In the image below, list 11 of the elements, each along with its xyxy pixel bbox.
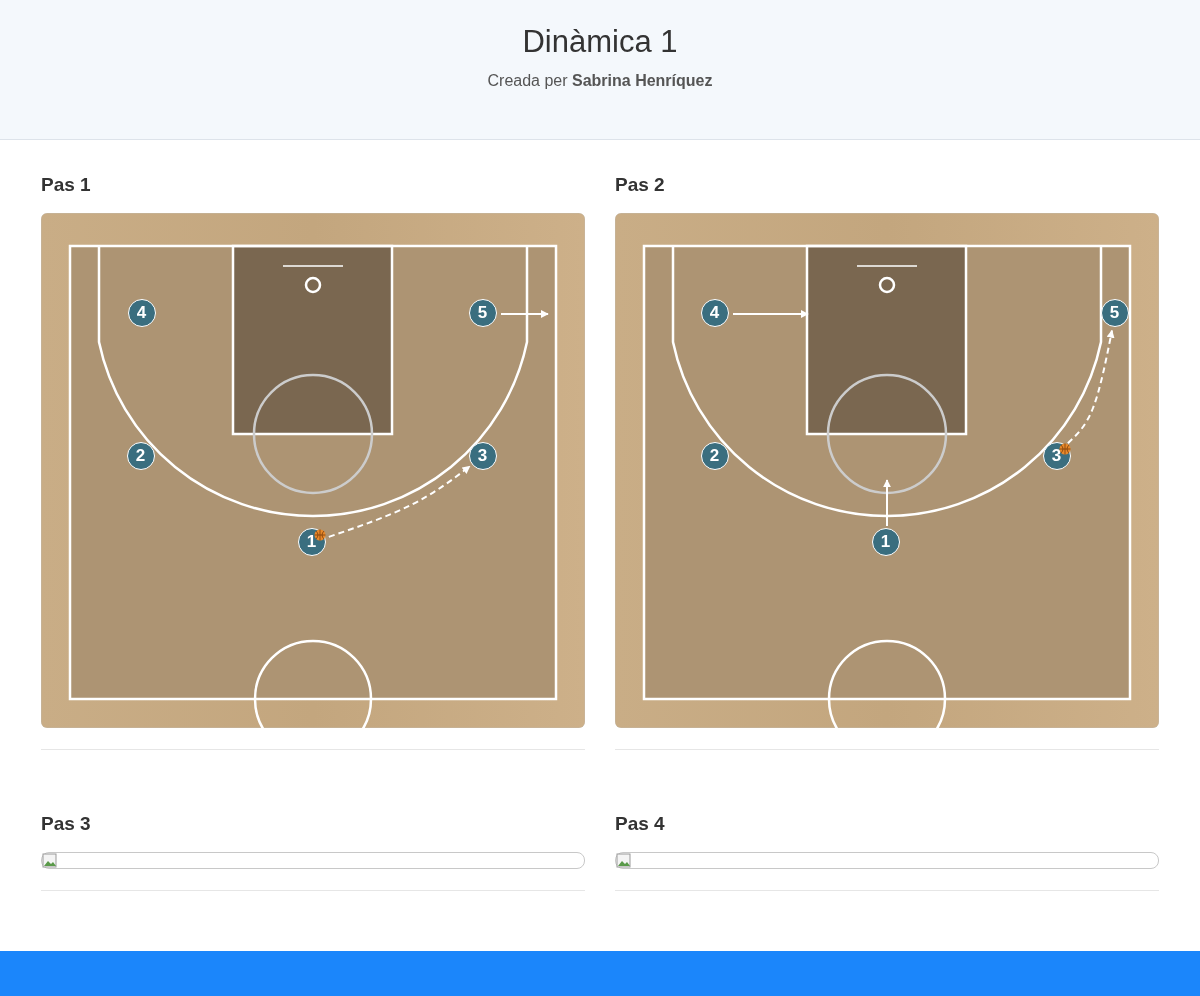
movement-arrow: [732, 310, 809, 318]
step-heading: Pas 1: [41, 174, 91, 196]
step-heading: Pas 3: [41, 813, 91, 835]
movement-arrow: [500, 310, 549, 318]
pass-arrow: [1066, 329, 1115, 445]
pass-arrow: [327, 465, 471, 538]
step-heading: Pas 4: [615, 813, 665, 835]
page-title: Dinàmica 1: [521, 24, 679, 60]
step-heading: Pas 2: [615, 174, 665, 196]
author-credit: Creada per Sabrina Henríquez: [486, 72, 714, 90]
movement-arrow: [883, 479, 891, 527]
